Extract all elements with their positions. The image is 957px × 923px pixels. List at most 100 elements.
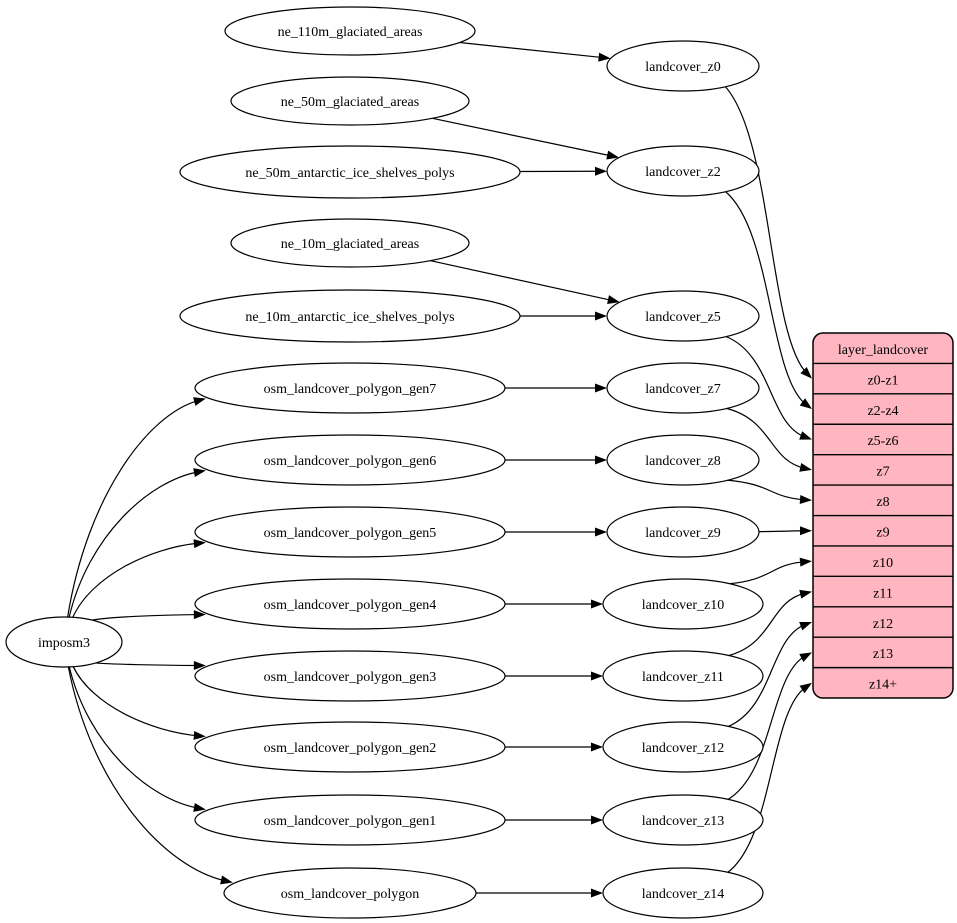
edge-imposm3-osm_landcover_polygon_gen4 [92, 610, 206, 621]
node-label-landcover_z7: landcover_z7 [645, 382, 720, 397]
node-landcover_z14: landcover_z14 [602, 867, 764, 919]
edge-ne_50m_glaciated_areas-landcover_z2 [432, 117, 619, 160]
table-row-z13: z13 [873, 647, 893, 662]
edge-imposm3-osm_landcover_polygon_gen7 [67, 397, 206, 618]
table-row-z8: z8 [876, 495, 889, 510]
table-row-label-z13: z13 [873, 647, 893, 662]
node-ne_10m_antarctic_ice_shelves_polys: ne_10m_antarctic_ice_shelves_polys [179, 289, 521, 343]
table-row-z12: z12 [873, 617, 893, 632]
node-label-osm_landcover_polygon_gen5: osm_landcover_polygon_gen5 [264, 526, 437, 541]
edge-landcover_z9-row5 [758, 526, 812, 536]
node-label-osm_landcover_polygon_gen4: osm_landcover_polygon_gen4 [264, 598, 437, 613]
node-label-landcover_z12: landcover_z12 [642, 741, 724, 756]
edge-landcover_z10-row6 [726, 557, 812, 585]
node-label-landcover_z10: landcover_z10 [642, 598, 724, 613]
node-label-landcover_z8: landcover_z8 [645, 454, 720, 469]
node-imposm3: imposm3 [5, 616, 123, 668]
edge-landcover_z11-row7 [726, 589, 812, 657]
node-label-osm_landcover_polygon_gen7: osm_landcover_polygon_gen7 [264, 382, 437, 397]
node-landcover_z13: landcover_z13 [602, 794, 764, 846]
table-row-label-z8: z8 [876, 495, 889, 510]
node-landcover_z5: landcover_z5 [606, 290, 760, 342]
edge-landcover_z12-row8 [726, 621, 812, 728]
node-label-landcover_z5: landcover_z5 [645, 310, 720, 325]
node-landcover_z11: landcover_z11 [602, 650, 764, 702]
table-row-z7: z7 [876, 465, 889, 480]
table-row-label-z11: z11 [873, 586, 893, 601]
table-row-z0-z1: z0-z1 [867, 373, 898, 388]
node-ne_50m_antarctic_ice_shelves_polys: ne_50m_antarctic_ice_shelves_polys [179, 145, 521, 199]
node-label-landcover_z14: landcover_z14 [642, 887, 724, 902]
table-row-z2-z4: z2-z4 [867, 404, 898, 419]
table-row-label-z14+: z14+ [869, 678, 897, 693]
edge-landcover_z13-row9 [726, 652, 812, 801]
table-row-z5-z6: z5-z6 [867, 434, 898, 449]
edge-imposm3-osm_landcover_polygon_gen5 [72, 539, 206, 618]
table-row-z14+: z14+ [869, 678, 897, 693]
edge-imposm3-osm_landcover_polygon_gen1 [68, 666, 206, 812]
edge-landcover_z0-row0 [724, 85, 812, 379]
node-label-ne_110m_glaciated_areas: ne_110m_glaciated_areas [278, 25, 423, 40]
table-row-label-z9: z9 [876, 525, 889, 540]
node-label-osm_landcover_polygon_gen6: osm_landcover_polygon_gen6 [264, 454, 437, 469]
node-label-ne_10m_glaciated_areas: ne_10m_glaciated_areas [281, 237, 419, 252]
table-row-label-z0-z1: z0-z1 [867, 373, 898, 388]
table-row-z10: z10 [873, 556, 893, 571]
table-row-label-z2-z4: z2-z4 [867, 404, 898, 419]
node-landcover_z12: landcover_z12 [602, 721, 764, 773]
nodes-layer: imposm3 ne_110m_glaciated_areas ne_50m_gla… [5, 6, 764, 919]
edge-imposm3-osm_landcover_polygon_gen6 [68, 468, 206, 618]
edge-ne_10m_antarctic_ice_shelves_polys-landcover_z5 [520, 311, 607, 321]
edge-landcover_z7-row3 [724, 407, 812, 472]
node-label-ne_50m_glaciated_areas: ne_50m_glaciated_areas [281, 95, 419, 110]
node-label-ne_10m_antarctic_ice_shelves_polys: ne_10m_antarctic_ice_shelves_polys [245, 310, 454, 325]
node-label-ne_50m_antarctic_ice_shelves_polys: ne_50m_antarctic_ice_shelves_polys [245, 166, 454, 181]
table-row-label-z12: z12 [873, 617, 893, 632]
node-label-osm_landcover_polygon_gen1: osm_landcover_polygon_gen1 [264, 814, 437, 829]
node-osm_landcover_polygon_gen3: osm_landcover_polygon_gen3 [194, 650, 506, 702]
node-ne_10m_glaciated_areas: ne_10m_glaciated_areas [230, 218, 470, 268]
edge-ne_50m_antarctic_ice_shelves_polys-landcover_z2 [519, 166, 608, 176]
table-row-label-z5-z6: z5-z6 [867, 434, 898, 449]
edge-landcover_z14-row10 [726, 682, 812, 874]
node-landcover_z7: landcover_z7 [606, 362, 760, 414]
edges-layer [67, 41, 812, 898]
edge-ne_110m_glaciated_areas-landcover_z0 [459, 41, 611, 62]
edge-landcover_z5-row2 [724, 335, 812, 440]
table-row-z9: z9 [876, 525, 889, 540]
node-label-imposm3: imposm3 [38, 636, 90, 651]
table-title: layer_landcover [838, 343, 929, 358]
node-osm_landcover_polygon: osm_landcover_polygon [223, 867, 477, 919]
table-row-label-z7: z7 [876, 465, 889, 480]
edge-landcover_z2-row1 [724, 190, 812, 410]
node-label-landcover_z9: landcover_z9 [645, 526, 720, 541]
node-label-landcover_z11: landcover_z11 [642, 670, 724, 685]
node-ne_50m_glaciated_areas: ne_50m_glaciated_areas [230, 76, 470, 126]
edge-ne_10m_glaciated_areas-landcover_z5 [430, 260, 620, 304]
edge-imposm3-osm_landcover_polygon [67, 666, 233, 885]
node-landcover_z2: landcover_z2 [606, 145, 760, 197]
node-osm_landcover_polygon_gen1: osm_landcover_polygon_gen1 [194, 794, 506, 846]
edge-osm_landcover_polygon_gen6-landcover_z8 [505, 455, 607, 465]
table-layer-landcover: layer_landcover z0-z1 z2-z4 z5-z6 z7 z8 z9 z10 z… [812, 332, 954, 699]
node-label-landcover_z2: landcover_z2 [645, 165, 720, 180]
edge-osm_landcover_polygon_gen2-landcover_z12 [505, 742, 603, 752]
edge-osm_landcover_polygon_gen4-landcover_z10 [505, 599, 603, 609]
edge-osm_landcover_polygon_gen3-landcover_z11 [505, 671, 603, 681]
node-label-landcover_z13: landcover_z13 [642, 814, 724, 829]
edge-imposm3-osm_landcover_polygon_gen2 [72, 666, 206, 740]
node-label-osm_landcover_polygon_gen2: osm_landcover_polygon_gen2 [264, 741, 437, 756]
node-osm_landcover_polygon_gen2: osm_landcover_polygon_gen2 [194, 721, 506, 773]
node-osm_landcover_polygon_gen6: osm_landcover_polygon_gen6 [194, 434, 506, 486]
node-osm_landcover_polygon_gen7: osm_landcover_polygon_gen7 [194, 362, 506, 414]
edge-osm_landcover_polygon_gen5-landcover_z9 [505, 527, 607, 537]
edge-landcover_z8-row4 [724, 479, 812, 504]
node-ne_110m_glaciated_areas: ne_110m_glaciated_areas [224, 6, 476, 56]
edge-osm_landcover_polygon-landcover_z14 [476, 888, 603, 898]
table-row-z11: z11 [873, 586, 893, 601]
edge-imposm3-osm_landcover_polygon_gen3 [95, 660, 206, 670]
node-landcover_z0: landcover_z0 [606, 40, 760, 92]
node-osm_landcover_polygon_gen4: osm_landcover_polygon_gen4 [194, 578, 506, 630]
